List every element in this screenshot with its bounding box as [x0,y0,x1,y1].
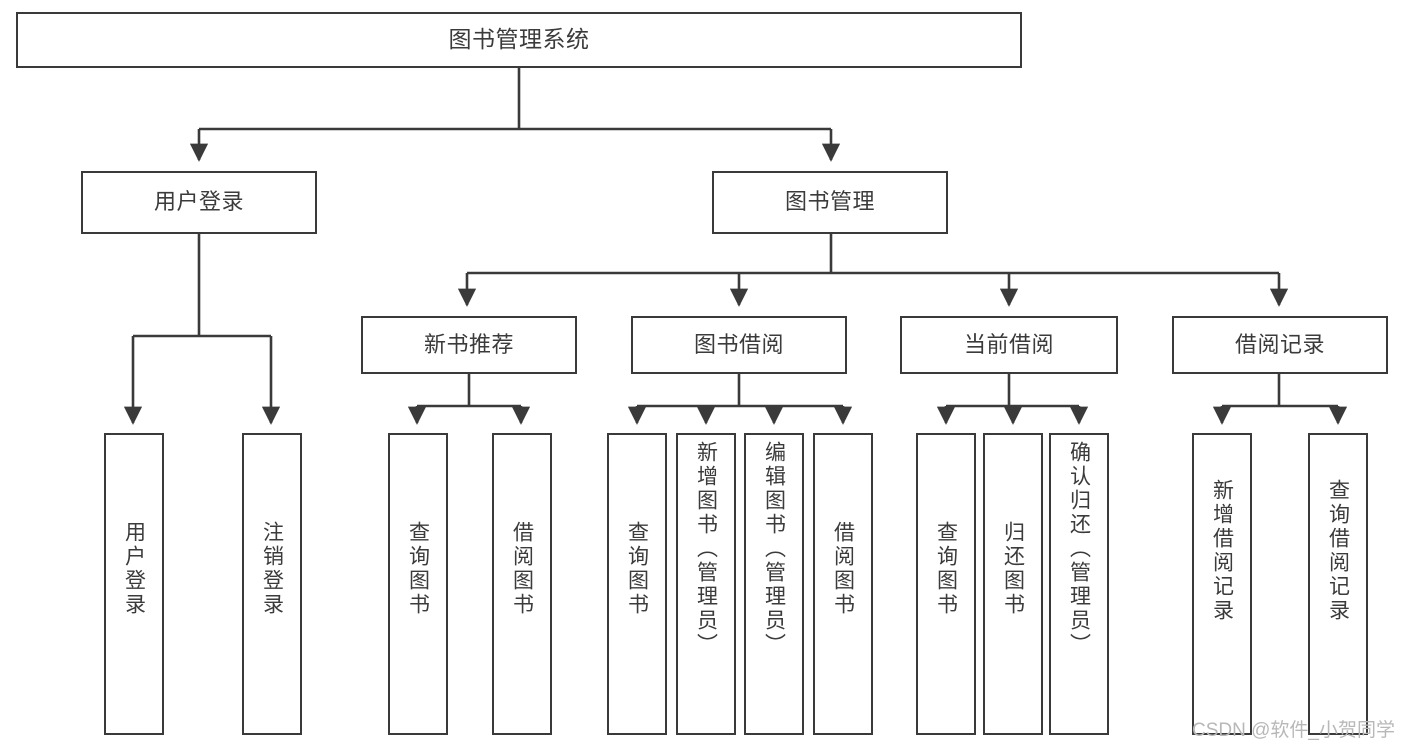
node-leaf-edit-book-label: 编辑图书（管理员） [762,441,786,657]
node-leaf-add-record-label: 新增借阅记录 [1210,479,1234,623]
node-current-borrow-label: 当前借阅 [963,331,1054,357]
node-leaf-query-book-2[interactable]: 查询图书 [607,433,667,735]
node-borrow-record[interactable]: 借阅记录 [1172,316,1388,374]
node-book-borrow[interactable]: 图书借阅 [631,316,847,374]
node-leaf-confirm-return-label: 确认归还（管理员） [1067,441,1091,657]
node-current-borrow[interactable]: 当前借阅 [900,316,1118,374]
node-leaf-logout-label: 注销登录 [260,521,284,617]
node-new-book-recommend-label: 新书推荐 [423,331,514,357]
node-leaf-query-book-3[interactable]: 查询图书 [916,433,976,735]
node-borrow-record-label: 借阅记录 [1234,331,1325,357]
node-new-book-recommend[interactable]: 新书推荐 [361,316,577,374]
node-root[interactable]: 图书管理系统 [16,12,1022,68]
node-book-management[interactable]: 图书管理 [712,171,948,234]
node-leaf-return-book[interactable]: 归还图书 [983,433,1043,735]
node-user-login-label: 用户登录 [153,189,244,215]
node-leaf-add-book-label: 新增图书（管理员） [694,441,718,657]
node-book-management-label: 图书管理 [784,189,875,215]
node-leaf-borrow-book-2[interactable]: 借阅图书 [813,433,873,735]
node-root-label: 图书管理系统 [448,26,590,53]
node-leaf-borrow-book-1-label: 借阅图书 [510,521,534,617]
node-leaf-edit-book[interactable]: 编辑图书（管理员） [744,433,804,735]
node-leaf-query-book-1[interactable]: 查询图书 [388,433,448,735]
node-leaf-query-book-3-label: 查询图书 [934,521,958,617]
node-leaf-add-record[interactable]: 新增借阅记录 [1192,433,1252,735]
node-leaf-logout[interactable]: 注销登录 [242,433,302,735]
node-leaf-return-book-label: 归还图书 [1001,521,1025,617]
node-leaf-query-record[interactable]: 查询借阅记录 [1308,433,1368,735]
node-user-login[interactable]: 用户登录 [81,171,317,234]
node-leaf-confirm-return[interactable]: 确认归还（管理员） [1049,433,1109,735]
node-leaf-user-login[interactable]: 用户登录 [104,433,164,735]
node-leaf-add-book[interactable]: 新增图书（管理员） [676,433,736,735]
node-leaf-borrow-book-2-label: 借阅图书 [831,521,855,617]
node-leaf-user-login-label: 用户登录 [122,521,146,617]
node-book-borrow-label: 图书借阅 [693,331,784,357]
node-leaf-query-record-label: 查询借阅记录 [1326,479,1350,623]
watermark: CSDN @软件_小贺同学 [1192,720,1395,741]
node-leaf-query-book-1-label: 查询图书 [406,521,430,617]
node-leaf-query-book-2-label: 查询图书 [625,521,649,617]
node-leaf-borrow-book-1[interactable]: 借阅图书 [492,433,552,735]
